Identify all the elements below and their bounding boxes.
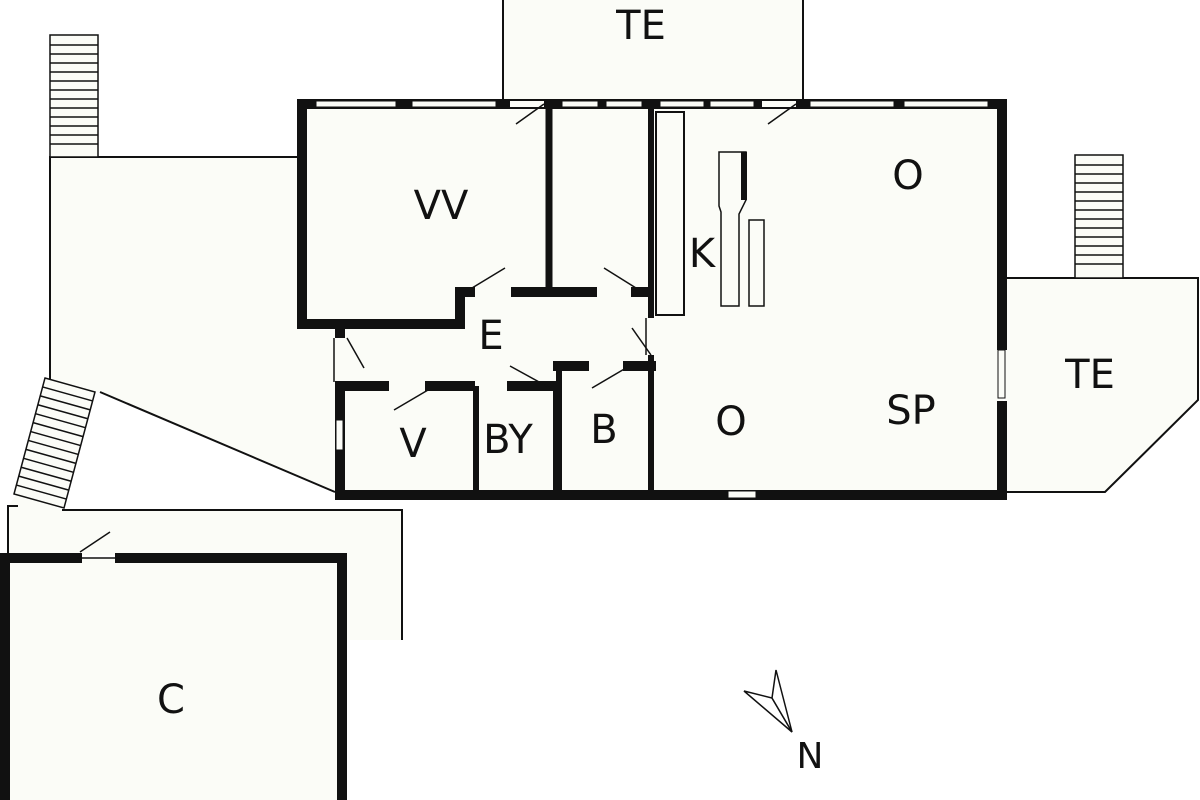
stair-tread [30,430,81,447]
carport-area [0,531,347,800]
stair-top-left [49,34,99,158]
interior-walls [297,104,656,495]
label-living-top: O [892,153,923,199]
stair-tread [40,395,91,411]
room-labels: TE VV K O E V BY B O SP TE C [157,3,1115,723]
label-bedroom-vv: VV [414,183,469,229]
label-carport: C [157,677,185,723]
label-bathroom-by: BY [483,417,533,463]
label-terrace-top: TE [615,3,666,49]
stair-right [1074,154,1124,279]
stair-tread [32,421,84,438]
compass-north-label: N [797,736,824,777]
label-entrance: E [478,313,503,359]
terrace-top [502,0,804,102]
lower-walkway [7,490,403,640]
stair-tread [25,448,77,465]
kitchen-counter [655,111,765,316]
stair-tread [28,439,79,456]
label-bath-b: B [590,407,617,453]
label-living-bottom: O [715,399,746,445]
label-dining: SP [886,388,936,434]
compass-arrow-icon: N [743,669,824,777]
left-deck [40,156,336,493]
stair-tread [18,475,69,491]
stair-tread [35,412,86,429]
stair-tread [20,466,72,482]
stair-diagonal [13,377,96,509]
label-kitchen: K [689,231,717,277]
terrace-right [1005,277,1199,493]
label-laundry: V [399,421,427,467]
stair-tread [16,484,67,500]
stair-tread [37,404,89,420]
stair-tread [42,386,93,402]
stair-tread [23,457,74,474]
label-terrace-right: TE [1064,352,1115,398]
